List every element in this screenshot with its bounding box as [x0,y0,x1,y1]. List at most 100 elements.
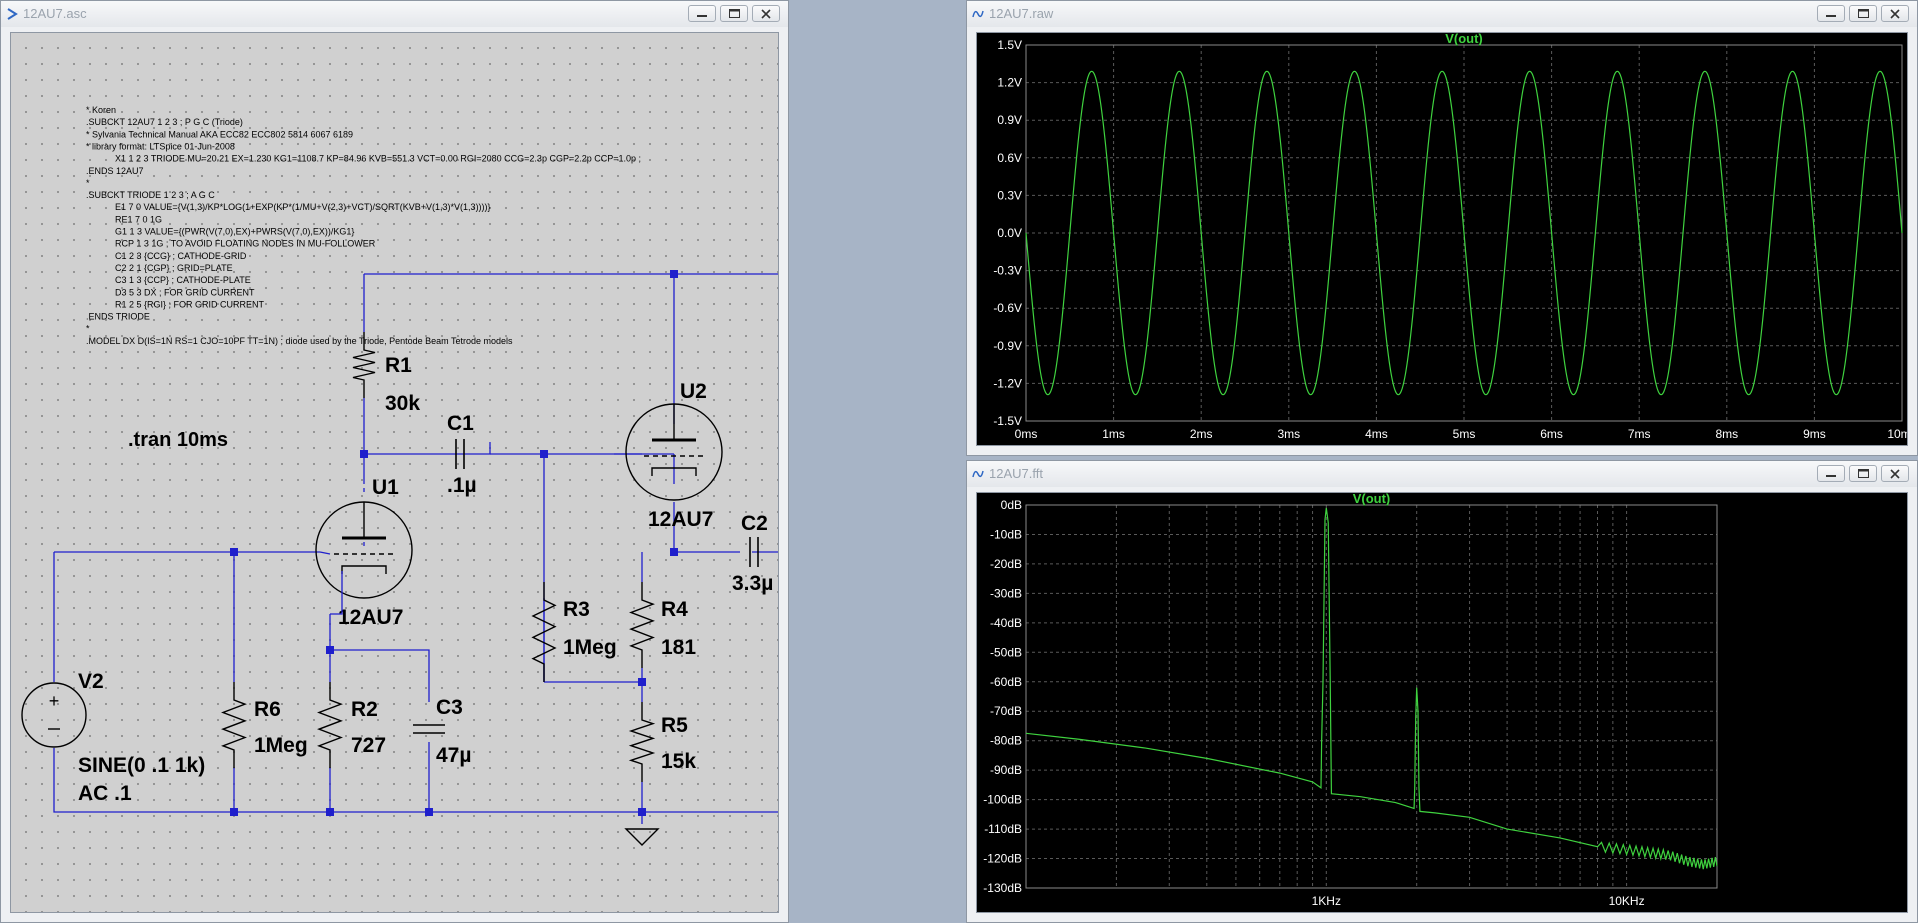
c1-name: C1 [447,412,474,435]
r1-resistor [352,332,376,398]
minimize-icon [1826,475,1836,477]
netlist-line: * library format: LTSpice 01-Jun-2008 [86,141,235,151]
c3-name: C3 [436,696,463,719]
netlist-line: D3 5 3 DX ; FOR GRID CURRENT [115,287,255,297]
y-tick-label: -10dB [990,527,1022,541]
waveform-titlebar[interactable]: 12AU7.raw [967,1,1917,27]
x-tick-label: 3ms [1277,427,1300,441]
wire [53,748,778,813]
r6-value: 1Meg [254,734,308,757]
y-tick-label: 0.0V [997,226,1022,240]
x-tick-label: 10ms [1887,427,1908,441]
y-tick-label: -0.9V [993,339,1022,353]
x-tick-label: 10KHz [1609,894,1645,908]
c1-value: .1µ [447,474,477,497]
x-tick-label: 0ms [1015,427,1038,441]
y-tick-label: 0.9V [997,113,1022,127]
schematic-maximize-button[interactable] [720,5,748,22]
ground-icon [624,828,660,846]
netlist-line: * Sylvania Technical Manual AKA ECC82 EC… [86,129,353,139]
waveform-plot[interactable]: 0ms1ms2ms3ms4ms5ms6ms7ms8ms9ms10ms1.5V1.… [977,33,1908,446]
netlist-line: E1 7 0 VALUE={V(1,3)/KP*LOG(1+EXP(KP*(1/… [115,202,491,212]
netlist-line: C1 2 3 {CCG} ; CATHODE-GRID [115,251,247,261]
waveform-plot-area[interactable]: 0ms1ms2ms3ms4ms5ms6ms7ms8ms9ms10ms1.5V1.… [976,32,1908,446]
netlist-line: * [86,178,90,188]
y-tick-label: 0.6V [997,151,1022,165]
u2-value: 12AU7 [648,508,713,531]
y-tick-label: -20dB [990,557,1022,571]
junction-dot [326,646,334,654]
x-tick-label: 8ms [1715,427,1738,441]
fft-minimize-button[interactable] [1817,465,1845,482]
netlist-line: .SUBCKT TRIODE 1 2 3 ; A G C [86,190,215,200]
tran-directive: .tran 10ms [128,429,228,451]
c2-name: C2 [741,512,768,535]
u1-value: 12AU7 [338,606,403,629]
wire [329,614,430,702]
r2-resistor [317,682,343,768]
r3-value: 1Meg [563,636,617,659]
x-tick-label: 1ms [1102,427,1125,441]
r6-resistor [221,682,247,768]
fft-titlebar[interactable]: 12AU7.fft [967,461,1917,487]
wire [330,571,343,615]
junction-dot [670,548,678,556]
netlist-line: C2 2 1 {CGP} ; GRID=PLATE [115,263,233,273]
schematic-window[interactable]: 12AU7.asc * Koren .SUBCKT 12AU7 1 2 3 ; P… [0,0,789,923]
schematic-close-button[interactable] [752,5,780,22]
close-icon [1890,9,1900,19]
waveform-minimize-button[interactable] [1817,5,1845,22]
u2-name: U2 [680,380,707,403]
v2-value: SINE(0 .1 1k) [78,754,205,777]
x-tick-label: 9ms [1803,427,1826,441]
r6-name: R6 [254,698,281,721]
u2-cathode [651,467,697,476]
schematic-canvas[interactable]: * Koren .SUBCKT 12AU7 1 2 3 ; P G C (Trio… [10,32,779,913]
netlist-line: .SUBCKT 12AU7 1 2 3 ; P G C (Triode) [86,117,243,127]
y-tick-label: -130dB [983,881,1022,895]
fft-window-title: 12AU7.fft [989,466,1043,481]
fft-maximize-button[interactable] [1849,465,1877,482]
y-tick-label: 0dB [1001,498,1022,512]
u1-name: U1 [372,476,399,499]
series-line-vout-fft [1025,507,1718,870]
fft-close-button[interactable] [1881,465,1909,482]
waveform-close-button[interactable] [1881,5,1909,22]
r1-name: R1 [385,354,412,377]
schematic-titlebar[interactable]: 12AU7.asc [1,1,788,27]
chart-title: V(out) [1445,33,1483,46]
r2-name: R2 [351,698,378,721]
junction-dot [326,808,334,816]
minimize-icon [1826,15,1836,17]
y-tick-label: -0.3V [993,264,1022,278]
r3-name: R3 [563,598,590,621]
netlist-line: R1 2 5 {RGI} ; FOR GRID CURRENT [115,299,265,309]
netlist-line: .ENDS TRIODE [86,312,150,322]
waveform-maximize-button[interactable] [1849,5,1877,22]
netlist-line: .MODEL DX D(IS=1N RS=1 CJO=10PF TT=1N) ;… [86,336,513,346]
junction-dot [540,450,548,458]
junction-dot [425,808,433,816]
netlist-line: * Koren [86,105,116,115]
r2-value: 727 [351,734,386,757]
ltspice-app-icon [7,8,18,20]
c3-value: 47µ [436,744,471,767]
fft-frame [1025,504,1718,889]
y-tick-label: -40dB [990,616,1022,630]
x-tick-label: 4ms [1365,427,1388,441]
y-tick-label: -80dB [990,734,1022,748]
chart-title: V(out) [1353,493,1391,506]
netlist-line: X1 1 2 3 TRIODE MU=20.21 EX=1.230 KG1=11… [115,154,641,164]
y-tick-label: 1.2V [997,76,1022,90]
x-tick-label: 6ms [1540,427,1563,441]
r5-value: 15k [661,750,696,773]
wire [674,273,778,275]
close-icon [1890,469,1900,479]
schematic-minimize-button[interactable] [688,5,716,22]
y-tick-label: 1.5V [997,38,1022,52]
u1-cathode [341,565,387,574]
